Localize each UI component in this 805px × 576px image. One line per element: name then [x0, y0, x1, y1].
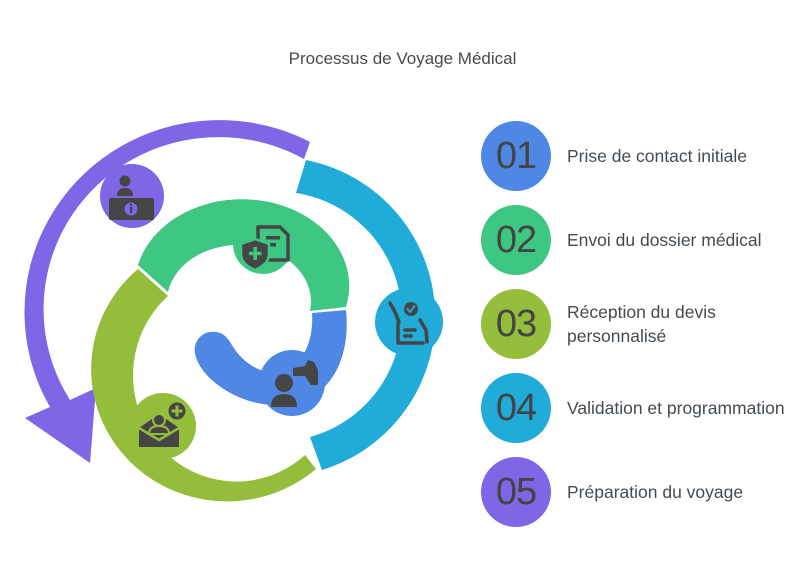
spiral-segment-step-4	[296, 160, 436, 470]
step-item-5: 05 Préparation du voyage	[481, 457, 801, 527]
step-number-badge: 01	[481, 121, 551, 191]
step-number-badge: 04	[481, 373, 551, 443]
checklist-approval-icon	[388, 301, 429, 345]
spiral-segment-step-2	[138, 199, 350, 311]
step-label: Prise de contact initiale	[567, 146, 747, 166]
envelope-person-plus-icon	[138, 402, 186, 447]
person-pointing-icon	[271, 360, 318, 407]
step-label: Préparation du voyage	[567, 482, 744, 502]
info-desk-icon	[109, 175, 154, 220]
step-label: Réception du devis personnalisé	[567, 302, 716, 346]
medical-document-shield-icon	[239, 225, 290, 272]
step-number-badge: 02	[481, 205, 551, 275]
step-number-badge: 03	[481, 289, 551, 359]
step-label: Envoi du dossier médical	[567, 230, 762, 250]
badge-step-4	[375, 288, 443, 356]
spiral-segment-step-5	[24, 120, 311, 464]
step-number-badge: 05	[481, 457, 551, 527]
step-item-1: 01 Prise de contact initiale	[481, 121, 801, 191]
step-item-3: 03 Réception du devis personnalisé	[481, 289, 801, 359]
diagram-title: Processus de Voyage Médical	[288, 49, 517, 68]
step-label: Validation et programmation	[567, 398, 785, 418]
step-item-2: 02 Envoi du dossier médical	[481, 205, 801, 275]
step-item-4: 04 Validation et programmation	[481, 373, 801, 443]
